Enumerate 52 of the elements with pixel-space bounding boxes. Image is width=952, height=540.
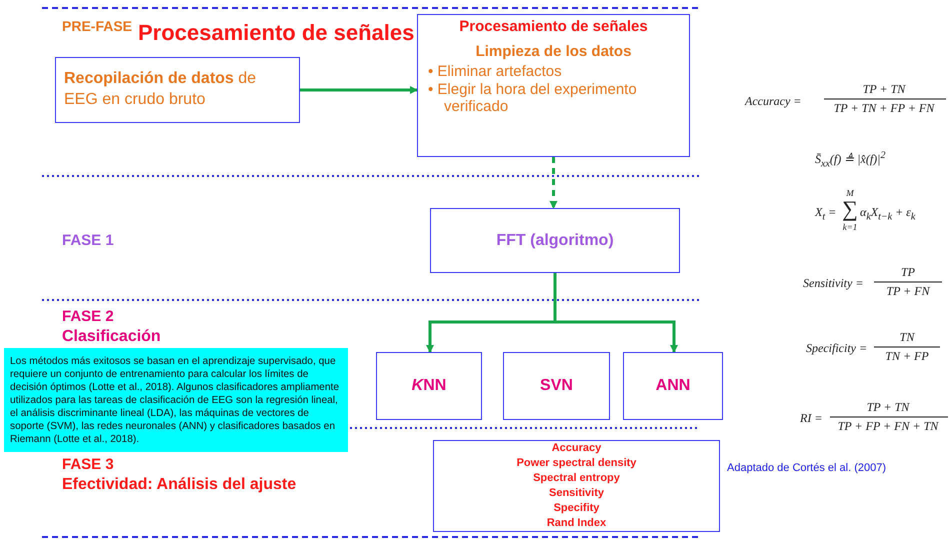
note-text: Los métodos más exitosos se basan en el aprendizaje supervisado, que requiere un conjunto de entrenamiento para calcular los límites de decisión óptimos (Lotte et al., 2018). Algunos clasificadores ampliamente utilizados para las tareas de clasificación de EEG son la regresión lineal, el análisis discriminante lineal (LDA), las máquinas de vectores de soporte (SVM), las redes neuronales (ANN) y clasificadores basados en Riemann (Lotte et al., 2018). — [10, 354, 340, 446]
classifier-box — [376, 352, 482, 420]
formula-text: Specificity = — [806, 342, 868, 356]
phase-heading: Clasificación — [62, 328, 161, 346]
formula-numerator: TP + TN — [862, 83, 906, 97]
classifier-box — [503, 352, 610, 420]
formula-numerator: TP + TN — [866, 401, 910, 415]
phase-label: PRE-FASE — [62, 18, 132, 34]
box-heading: Procesamiento de señales — [459, 18, 648, 35]
connector-arrow — [300, 86, 418, 94]
formula-text: Accuracy = — [745, 95, 802, 109]
box-text: FFT (algoritmo) — [496, 232, 614, 250]
formula-denominator: TN + FP — [885, 350, 929, 364]
box-text: ANN — [656, 377, 690, 395]
phase-label: FASE 1 — [62, 232, 114, 250]
classifier-box — [623, 352, 723, 420]
phase-heading: Efectividad: Análisis del ajuste — [62, 476, 296, 494]
formula-text: α$_{k}$X$_{t−k}$ + ε$_{k}$ — [860, 206, 916, 223]
metrics-box — [433, 440, 720, 532]
box-subheading: Limpieza de los datos — [476, 43, 632, 60]
formula-text: Sensitivity = — [803, 277, 864, 291]
formula-denominator: TP + TN + FP + FN — [834, 102, 934, 116]
connector-arrow — [550, 157, 558, 209]
bullet-item: • Eliminar artefactos — [428, 63, 563, 80]
formula-numerator: TN — [900, 331, 914, 345]
metric-item: Power spectral density — [516, 456, 636, 471]
formula-denominator: TP + FP + FN + TN — [838, 420, 938, 434]
bullet-item: • Elegir la hora del experimento verificado — [428, 81, 638, 115]
process-box — [417, 14, 690, 157]
source-note: Adaptado de Cortés el al. (2007) — [727, 462, 886, 475]
formula-limit: k=1 — [842, 222, 858, 232]
summation-sign: ∑ — [842, 196, 858, 222]
box-text: SVN — [540, 377, 573, 395]
formula-limit: M — [846, 188, 854, 198]
title: Procesamiento de señales — [138, 20, 414, 46]
formula-text: X$_{t}$ = — [815, 206, 836, 223]
formula-text: S̄$_{xx}$(f) ≜ |x̂(f)|$^{2}$ — [815, 150, 886, 170]
formula-text: RI = — [800, 412, 822, 426]
box-text: Recopilación de datos de EEG en crudo bruto — [64, 69, 258, 110]
metric-item: Sensitivity — [548, 486, 604, 501]
phase-label: FASE 2 — [62, 308, 114, 326]
formula-denominator: TP + FN — [886, 285, 930, 299]
process-box — [430, 208, 680, 273]
metric-item: Specifity — [554, 501, 600, 516]
note-box — [4, 348, 348, 452]
phase-label: FASE 3 — [62, 456, 114, 474]
formula-numerator: TP — [901, 266, 915, 280]
metric-item: Rand Index — [546, 516, 606, 531]
metric-item: Accuracy — [552, 441, 602, 456]
metric-item: Spectral entropy — [533, 471, 620, 486]
box-text: KNN — [412, 377, 446, 395]
process-box — [55, 57, 300, 123]
